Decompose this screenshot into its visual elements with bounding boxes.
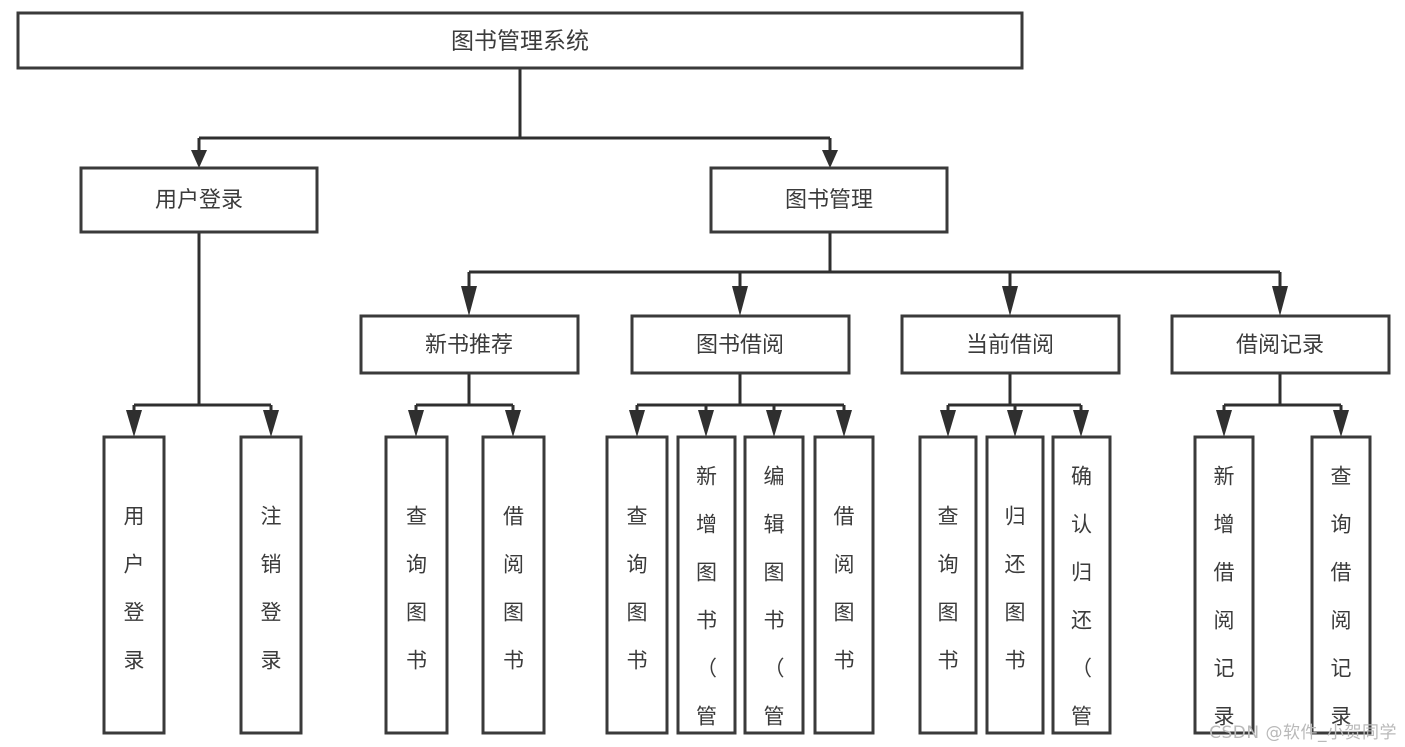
node-leaf-confirm-return-admin-box[interactable] — [1051, 435, 1112, 735]
node-leaf-user-login[interactable]: 用户登录 — [102, 435, 166, 735]
node-book-management[interactable]: 图书管理 — [709, 166, 949, 234]
node-borrow-record-label: 借阅记录 — [1236, 333, 1324, 358]
node-leaf-borrow-book-2-label: 借阅图书 — [834, 505, 855, 673]
node-current-borrow-label: 当前借阅 — [966, 333, 1054, 358]
node-root[interactable]: 图书管理系统 — [16, 11, 1024, 70]
arrow-head-leaf-add-book-admin — [698, 410, 714, 437]
node-leaf-edit-book-admin-label: 编辑图书（管理员） — [764, 465, 785, 747]
node-leaf-borrow-book-1-box[interactable] — [481, 435, 546, 735]
arrow-head-leaf-query-book-2 — [629, 410, 645, 437]
node-user-login[interactable]: 用户登录 — [79, 166, 319, 234]
arrow-head-book-management — [822, 150, 838, 168]
node-leaf-return-book-box[interactable] — [985, 435, 1045, 735]
node-leaf-borrow-book-2-box[interactable] — [813, 435, 875, 735]
arrow-head-current-borrow — [1002, 286, 1018, 316]
arrow-head-leaf-query-book-3 — [940, 410, 956, 437]
node-leaf-add-borrow-record-label: 新增借阅记录 — [1214, 465, 1235, 729]
node-leaf-edit-book-admin-box[interactable] — [743, 435, 805, 735]
connector-group — [126, 68, 1349, 437]
arrow-head-leaf-borrow-book-2 — [836, 410, 852, 437]
leaf-node-layer: 用户登录 注销登录 查询图书 借阅图书 查询图书 新增图书（管理员） 编辑图书（管理员） 借阅… — [102, 435, 1372, 747]
node-leaf-add-book-admin-box[interactable] — [676, 435, 737, 735]
node-leaf-add-borrow-record[interactable]: 新增借阅记录 — [1193, 435, 1255, 735]
node-borrow-record-box[interactable] — [1170, 314, 1391, 375]
arrow-head-leaf-confirm-return-admin — [1073, 410, 1089, 437]
node-leaf-confirm-return-admin[interactable]: 确认归还（管理员） — [1051, 435, 1112, 747]
arrow-head-user-login — [191, 150, 207, 168]
node-new-book-recommend-box[interactable] — [359, 314, 580, 375]
node-leaf-add-borrow-record-box[interactable] — [1193, 435, 1255, 735]
node-book-borrow-box[interactable] — [630, 314, 851, 375]
node-leaf-query-book-1-box[interactable] — [384, 435, 449, 735]
arrow-head-borrow-record — [1272, 286, 1288, 316]
node-book-borrow-label: 图书借阅 — [696, 333, 784, 358]
arrow-head-leaf-logout-login — [263, 410, 279, 437]
node-user-login-box[interactable] — [79, 166, 319, 234]
node-leaf-user-login-box[interactable] — [102, 435, 166, 735]
node-leaf-query-book-3-label: 查询图书 — [938, 505, 959, 673]
node-root-box[interactable] — [16, 11, 1024, 70]
node-leaf-edit-book-admin[interactable]: 编辑图书（管理员） — [743, 435, 805, 747]
arrow-head-leaf-query-book-1 — [408, 410, 424, 437]
node-leaf-logout-login-box[interactable] — [239, 435, 303, 735]
node-leaf-borrow-book-1-label: 借阅图书 — [503, 505, 524, 673]
node-leaf-user-login-label: 用户登录 — [124, 505, 145, 673]
arrow-head-new-book-recommend — [461, 286, 477, 316]
node-leaf-logout-login[interactable]: 注销登录 — [239, 435, 303, 735]
node-book-management-box[interactable] — [709, 166, 949, 234]
node-leaf-query-book-2[interactable]: 查询图书 — [605, 435, 669, 735]
node-leaf-confirm-return-admin-label: 确认归还（管理员） — [1071, 465, 1092, 747]
node-leaf-add-book-admin[interactable]: 新增图书（管理员） — [676, 435, 737, 747]
node-leaf-query-book-3-box[interactable] — [918, 435, 978, 735]
arrow-head-book-borrow — [732, 286, 748, 316]
arrow-head-leaf-add-borrow-record — [1216, 410, 1232, 437]
arrow-head-leaf-user-login — [126, 410, 142, 437]
node-leaf-query-book-3[interactable]: 查询图书 — [918, 435, 978, 735]
node-borrow-record[interactable]: 借阅记录 — [1170, 314, 1391, 375]
watermark-text: CSDN @软件_小贺同学 — [1209, 723, 1397, 743]
node-leaf-query-book-2-label: 查询图书 — [627, 505, 648, 673]
node-leaf-query-borrow-record[interactable]: 查询借阅记录 — [1310, 435, 1372, 735]
node-leaf-query-book-1[interactable]: 查询图书 — [384, 435, 449, 735]
node-leaf-query-book-2-box[interactable] — [605, 435, 669, 735]
node-leaf-borrow-book-2[interactable]: 借阅图书 — [813, 435, 875, 735]
node-book-management-label: 图书管理 — [785, 188, 873, 213]
node-leaf-return-book-label: 归还图书 — [1005, 505, 1026, 673]
node-user-login-label: 用户登录 — [155, 188, 243, 213]
arrow-head-leaf-query-borrow-record — [1333, 410, 1349, 437]
node-book-borrow[interactable]: 图书借阅 — [630, 314, 851, 375]
node-new-book-recommend-label: 新书推荐 — [425, 333, 513, 358]
node-leaf-query-borrow-record-label: 查询借阅记录 — [1331, 465, 1352, 729]
node-leaf-borrow-book-1[interactable]: 借阅图书 — [481, 435, 546, 735]
node-current-borrow[interactable]: 当前借阅 — [900, 314, 1121, 375]
node-leaf-logout-login-label: 注销登录 — [261, 505, 282, 673]
node-new-book-recommend[interactable]: 新书推荐 — [359, 314, 580, 375]
arrow-head-leaf-borrow-book-1 — [505, 410, 521, 437]
node-leaf-query-book-1-label: 查询图书 — [406, 505, 427, 673]
arrow-head-leaf-edit-book-admin — [766, 410, 782, 437]
node-root-label: 图书管理系统 — [451, 29, 589, 55]
node-current-borrow-box[interactable] — [900, 314, 1121, 375]
arrow-head-leaf-return-book — [1007, 410, 1023, 437]
node-leaf-add-book-admin-label: 新增图书（管理员） — [696, 465, 717, 747]
node-leaf-query-borrow-record-box[interactable] — [1310, 435, 1372, 735]
node-leaf-return-book[interactable]: 归还图书 — [985, 435, 1045, 735]
